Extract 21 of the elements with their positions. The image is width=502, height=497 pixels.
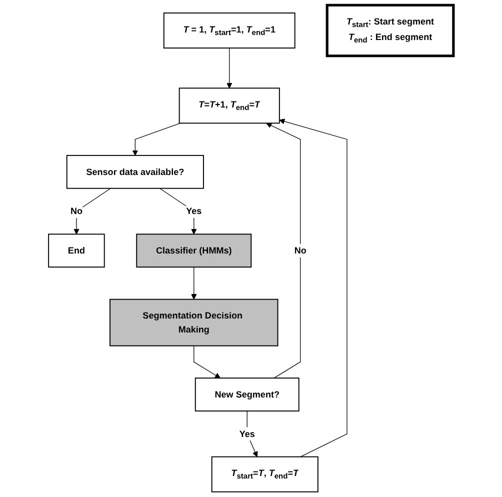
node-box: Sensor data available? (66, 154, 204, 189)
arrow (226, 48, 232, 88)
edge-label: No (70, 206, 82, 216)
node-box: Classifier (HMMs) (136, 234, 252, 268)
edge-label: Yes (239, 428, 255, 439)
node-box: T=T+1, T$_{end}$=T (178, 88, 280, 124)
node-box: End (48, 234, 105, 268)
node-box: Segmentation Decision Making (110, 298, 278, 346)
node-box: T$_{start}$=T, T$_{end}$=T (211, 456, 318, 492)
arrow (159, 188, 197, 234)
arrow (191, 266, 197, 300)
arrow (194, 345, 220, 378)
node-box: New Segment? (194, 378, 300, 412)
arrow (132, 122, 181, 156)
arrow (279, 118, 348, 458)
node-box: T = 1, T$_{start}$=1, T$_{end}$=1 (163, 12, 296, 49)
node-box: T$_{start}$: Start segment T$_{end}$ : End segment (326, 4, 455, 58)
arrow (246, 410, 258, 458)
edge-label: No (294, 245, 306, 256)
edge-label: Yes (186, 206, 202, 216)
arrow (266, 122, 301, 378)
